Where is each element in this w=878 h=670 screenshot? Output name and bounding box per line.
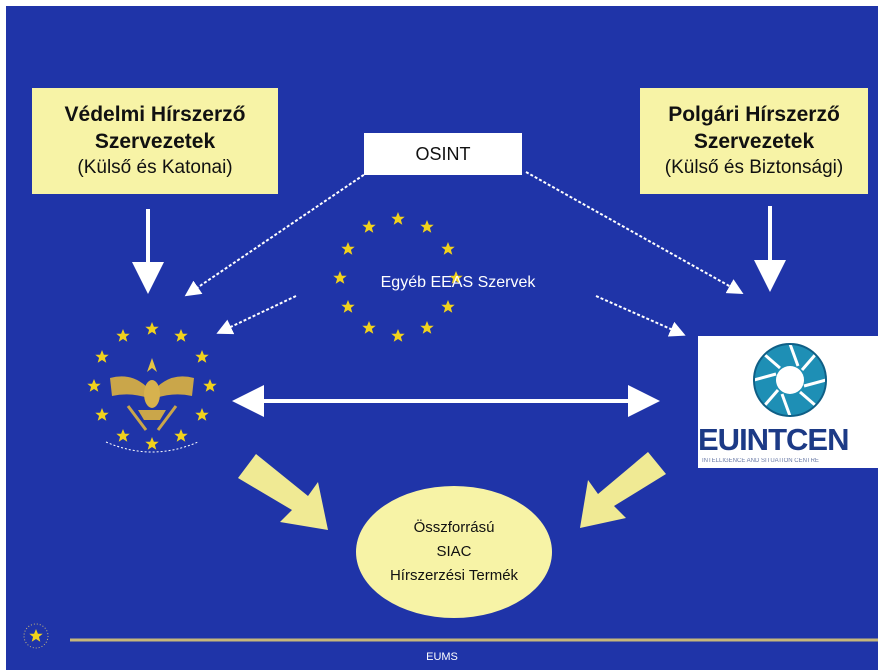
defence-line3: (Külső és Katonai): [77, 157, 233, 178]
all-source-product-ellipse: Összforrású SIAC Hírszerzési Termék: [356, 486, 552, 618]
diagram-graphics: [23, 171, 878, 649]
product-line2: SIAC: [436, 543, 472, 560]
eums-intelligence-diagram: Védelmi Hírszerző Szervezetek (Külső és …: [6, 6, 878, 670]
arrow-yellow-left: [238, 454, 328, 530]
arrow-osint-left: [184, 171, 369, 297]
intelligence-directorate-emblem: [87, 322, 217, 453]
footer-star-emblem: [23, 623, 49, 649]
civil-line2: Szervezetek: [693, 130, 815, 153]
defence-line1: Védelmi Hírszerző: [64, 103, 246, 126]
product-line3: Hírszerzési Termék: [389, 567, 519, 584]
euintcen-logo: EUINTCEN INTELLIGENCE AND SITUATION CENT…: [698, 336, 878, 468]
civil-line3: (Külső és Biztonsági): [664, 157, 844, 178]
footer-label: EUMS: [426, 651, 458, 663]
arrow-osint-right: [525, 171, 744, 294]
civil-line1: Polgári Hírszerző: [668, 103, 840, 126]
civil-intelligence-box: Polgári Hírszerző Szervezetek (Külső és …: [640, 88, 868, 194]
euintcen-subtitle: INTELLIGENCE AND SITUATION CENTRE: [702, 458, 819, 464]
aperture-icon: [753, 343, 827, 417]
product-line1: Összforrású: [413, 519, 495, 536]
osint-box: OSINT: [364, 133, 522, 175]
defence-line2: Szervezetek: [94, 130, 216, 153]
arrow-eeas-right: [595, 295, 686, 337]
defence-intelligence-box: Védelmi Hírszerző Szervezetek (Külső és …: [32, 88, 278, 194]
arrow-eeas-left: [216, 295, 297, 335]
arrow-yellow-right: [580, 452, 666, 528]
eeas-label: Egyéb EEAS Szervek: [380, 274, 536, 291]
euintcen-wordmark: EUINTCEN: [698, 422, 849, 457]
